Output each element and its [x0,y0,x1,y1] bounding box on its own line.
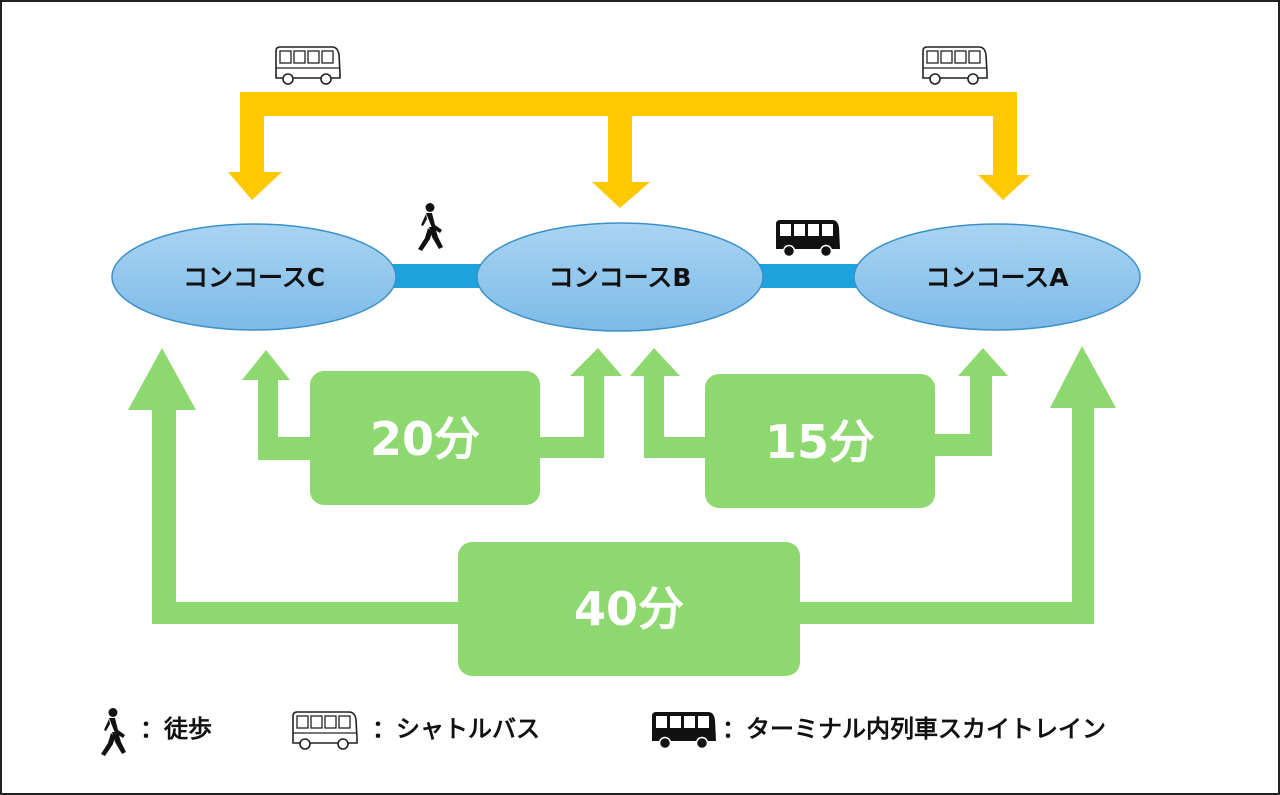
time-label-c-a: 40分 [574,582,684,636]
concourse-c-label: コンコースC [183,263,325,292]
concourse-c: コンコースC [111,223,397,331]
walking-person-icon [418,203,443,251]
legend-walk-label: ：徒歩 [140,715,212,743]
concourse-a: コンコースA [853,223,1141,331]
filled-bus-icon [651,711,717,750]
time-box-c-a [458,542,800,676]
time-arrow-b-a: 15分 [630,348,1008,508]
time-box-c-b [310,371,540,505]
outline-bus-icon [275,46,341,85]
time-label-b-a: 15分 [765,415,875,469]
time-arrow-c-a: 40分 [128,346,1116,676]
shuttle-arrow-to-b [592,116,650,208]
concourse-b-label: コンコースB [549,263,692,292]
concourse-b: コンコースB [476,222,764,332]
legend: ：徒歩 ：シャトルバス ：ターミナル内列車スカイトレイン [101,708,1106,756]
shuttle-arrow-to-a [978,116,1030,200]
legend-item-skytrain: ：ターミナル内列車スカイトレイン [651,711,1106,750]
legend-item-shuttle: ：シャトルバス [292,711,540,750]
concourse-a-label: コンコースA [925,263,1069,292]
time-arrow-c-b: 20分 [242,348,622,505]
legend-shuttle-label: ：シャトルバス [372,715,540,743]
skytrain-connector [758,264,860,288]
outline-bus-icon [922,46,988,85]
outline-bus-icon [292,711,358,750]
legend-skytrain-label: ：ターミナル内列車スカイトレイン [722,715,1106,743]
legend-item-walk: ：徒歩 [101,708,212,756]
walkway-connector [392,264,488,288]
shuttle-arrow-to-c [228,116,282,200]
walking-person-icon [101,708,126,756]
filled-bus-icon [775,219,841,258]
time-label-c-b: 20分 [370,412,480,466]
shuttle-route-arrows [228,92,1030,208]
time-box-b-a [705,374,935,508]
